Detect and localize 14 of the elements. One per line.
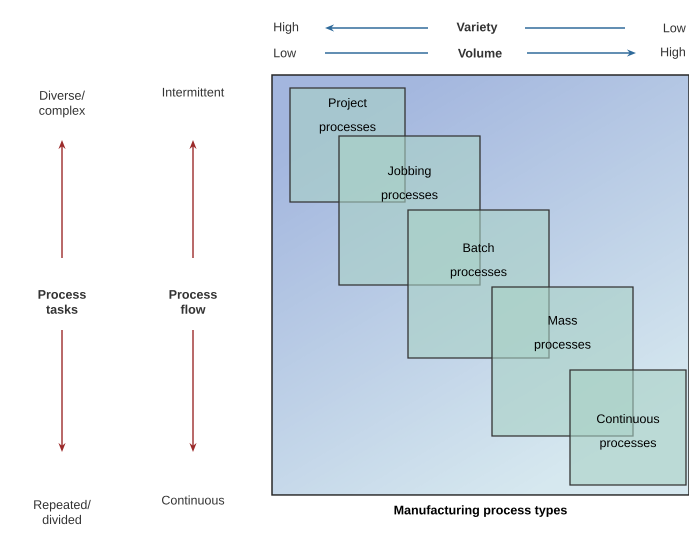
process-box: Continuous processes — [569, 369, 687, 486]
scale-label: Intermittent — [162, 87, 224, 97]
axis-label: Process flow — [170, 290, 217, 314]
scale-label: Low — [664, 24, 686, 32]
scale-label: Repeated/ divided — [34, 500, 91, 524]
scale-label: High — [661, 47, 685, 59]
axis-label: Process tasks — [38, 290, 86, 314]
scale-label: Low — [274, 48, 296, 58]
axis-label: Variety — [456, 22, 498, 34]
scale-label: Continuous — [162, 495, 224, 505]
axis-label: Volume — [458, 48, 502, 58]
scale-label: High — [274, 22, 298, 34]
node-label: Manufacturing process types — [394, 505, 567, 517]
scale-label: Diverse/ complex — [39, 90, 86, 118]
